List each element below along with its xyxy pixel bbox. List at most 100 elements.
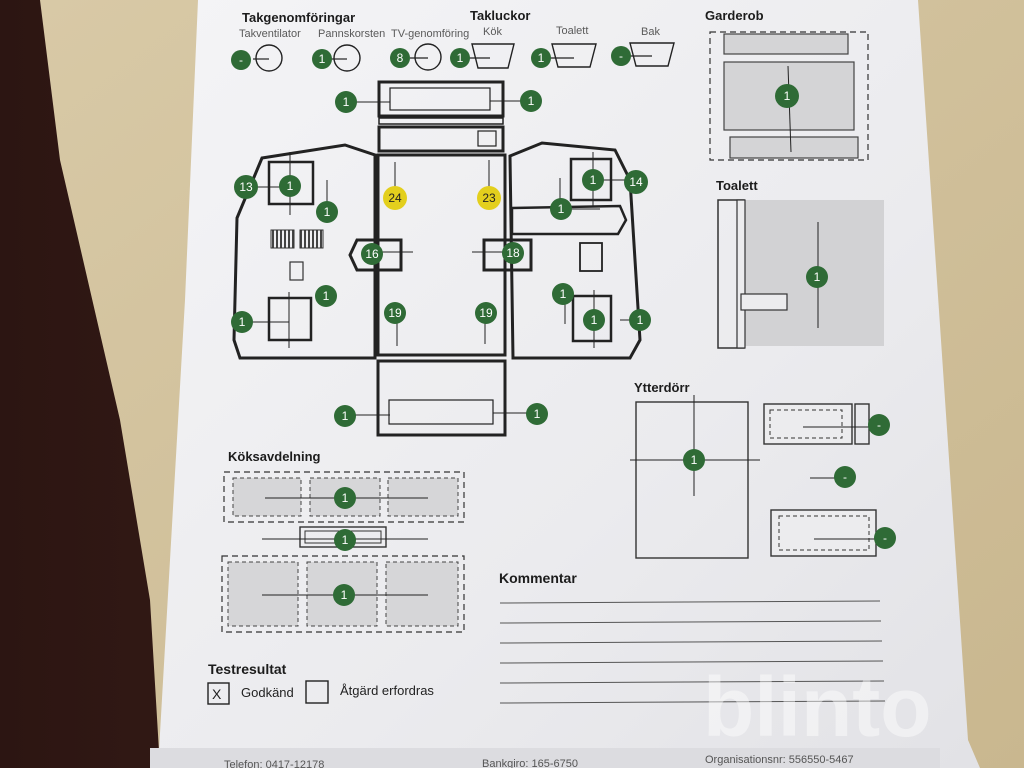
label-kok: Kök — [483, 26, 502, 38]
marker-circle — [361, 243, 383, 265]
marker-circle — [874, 527, 896, 549]
marker-circle — [582, 169, 604, 191]
koks-lower-cabinets — [221, 555, 465, 633]
footer-orgnr: Organisationsnr: 556550-5467 — [705, 754, 854, 766]
checkbox-godkand[interactable] — [207, 682, 230, 705]
heading-takgenomforingar: Takgenomföringar — [242, 10, 355, 25]
ytterdorr-lower-window — [778, 515, 870, 551]
heading-garderob: Garderob — [705, 8, 764, 23]
plan-right-wall — [508, 141, 642, 360]
plan-heater-2 — [299, 229, 324, 249]
marker-label: 1 — [591, 313, 598, 327]
marker-circle — [234, 175, 258, 199]
marker-label: 13 — [239, 180, 253, 194]
plan-rear-cabinet-inner — [388, 399, 494, 425]
marker-label: - — [239, 53, 243, 67]
marker-circle — [806, 266, 828, 288]
comment-line-3 — [499, 640, 883, 644]
plan-shelf — [378, 117, 504, 125]
footer-telefon: Telefon: 0417-12178 — [224, 759, 324, 768]
marker-label: 19 — [388, 306, 402, 320]
marker-circle-yellow — [383, 186, 407, 210]
marker-circle — [279, 175, 301, 197]
garderob-bottom — [729, 136, 859, 159]
marker-label: 1 — [534, 407, 541, 421]
marker-label: 1 — [528, 94, 535, 108]
footer-bankgiro: Bankgiro: 165-6750 — [482, 758, 578, 768]
marker-label: 18 — [506, 246, 520, 260]
comment-line-1 — [499, 600, 881, 604]
watermark-logo: blinto — [703, 660, 932, 754]
heading-ytterdorr: Ytterdörr — [634, 380, 690, 395]
marker-circle — [231, 311, 253, 333]
marker-label: 19 — [479, 306, 493, 320]
marker-label: - — [843, 470, 847, 484]
takventilator-symbol — [255, 44, 283, 72]
plan-right-lower-window — [571, 294, 613, 343]
marker-circle — [550, 198, 572, 220]
tv-genomforing-symbol — [414, 43, 442, 71]
marker-label: 1 — [342, 409, 349, 423]
toalett-wall-inner — [736, 199, 746, 349]
checkbox-atgard[interactable] — [305, 680, 329, 704]
marker-label: - — [877, 418, 881, 432]
ytterdorr-door — [635, 401, 749, 559]
footer-band — [150, 748, 940, 768]
plan-right-shelf — [510, 204, 628, 236]
marker-circle — [315, 285, 337, 307]
plan-rear-cabinet — [376, 359, 507, 437]
marker-circle — [868, 414, 890, 436]
ytterdorr-window-frame — [763, 403, 853, 445]
plan-outlet — [289, 261, 304, 281]
toalett-bench — [740, 293, 788, 311]
marker-label: 1 — [558, 202, 565, 216]
marker-label: 1 — [560, 287, 567, 301]
marker-circle — [333, 584, 355, 606]
label-takventilator: Takventilator — [239, 28, 301, 40]
label-pannskorsten: Pannskorsten — [318, 28, 385, 40]
marker-label: 1 — [287, 179, 294, 193]
marker-circle — [611, 46, 631, 66]
plan-right-box — [579, 242, 603, 272]
marker-label: 24 — [388, 191, 402, 205]
marker-circle — [475, 302, 497, 324]
marker-circle — [624, 170, 648, 194]
marker-circle — [231, 50, 251, 70]
marker-label: - — [619, 49, 623, 63]
marker-circle — [552, 283, 574, 305]
plan-left-wall — [232, 143, 377, 360]
marker-label: 8 — [397, 51, 404, 65]
marker-circle — [312, 49, 332, 69]
marker-label: 1 — [342, 491, 349, 505]
plan-left-lower-window — [267, 296, 313, 342]
marker-circle-yellow — [477, 186, 501, 210]
marker-circle — [390, 48, 410, 68]
plan-front-cabinet-inner — [389, 87, 491, 111]
marker-label: 1 — [319, 52, 326, 66]
marker-label: 1 — [814, 270, 821, 284]
heading-takluckor: Takluckor — [470, 8, 530, 23]
comment-line-6 — [499, 700, 886, 704]
koks-lower-door-1 — [227, 561, 299, 627]
heading-testresultat: Testresultat — [208, 661, 287, 677]
marker-circle — [450, 48, 470, 68]
marker-circle — [775, 84, 799, 108]
plan-upper-cabinet — [377, 125, 505, 153]
marker-label: 1 — [590, 173, 597, 187]
marker-circle — [629, 309, 651, 331]
marker-circle — [335, 91, 357, 113]
marker-label: 23 — [482, 191, 496, 205]
label-bak: Bak — [641, 26, 660, 38]
marker-circle — [583, 309, 605, 331]
marker-circle — [334, 487, 356, 509]
marker-circle — [502, 242, 524, 264]
label-godkand: Godkänd — [241, 685, 294, 700]
marker-circle — [520, 90, 542, 112]
garderob-outline — [709, 31, 869, 161]
plan-left-step — [348, 238, 403, 272]
paper-sheet — [158, 0, 980, 768]
marker-label: 1 — [457, 51, 464, 65]
marker-label: 1 — [239, 315, 246, 329]
marker-circle — [334, 529, 356, 551]
takluckor-kok-symbol — [471, 43, 515, 69]
